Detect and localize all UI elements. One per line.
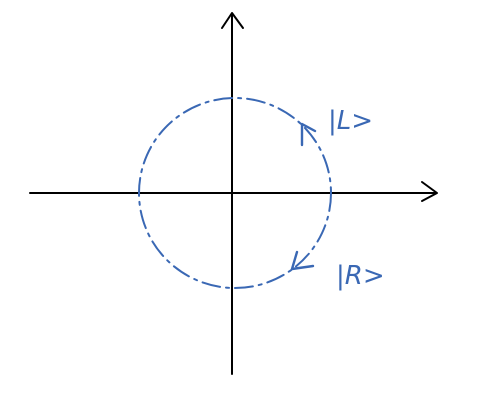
right-ket-label: |R> xyxy=(336,261,385,291)
left-ket-label: |L> xyxy=(328,106,373,136)
counterclockwise-arrow-icon xyxy=(300,122,317,147)
orbit-circle xyxy=(138,97,332,289)
clockwise-arrow-icon xyxy=(290,250,315,271)
x-axis-arrowhead-icon xyxy=(421,181,438,202)
y-axis-arrowhead-icon xyxy=(221,12,244,29)
